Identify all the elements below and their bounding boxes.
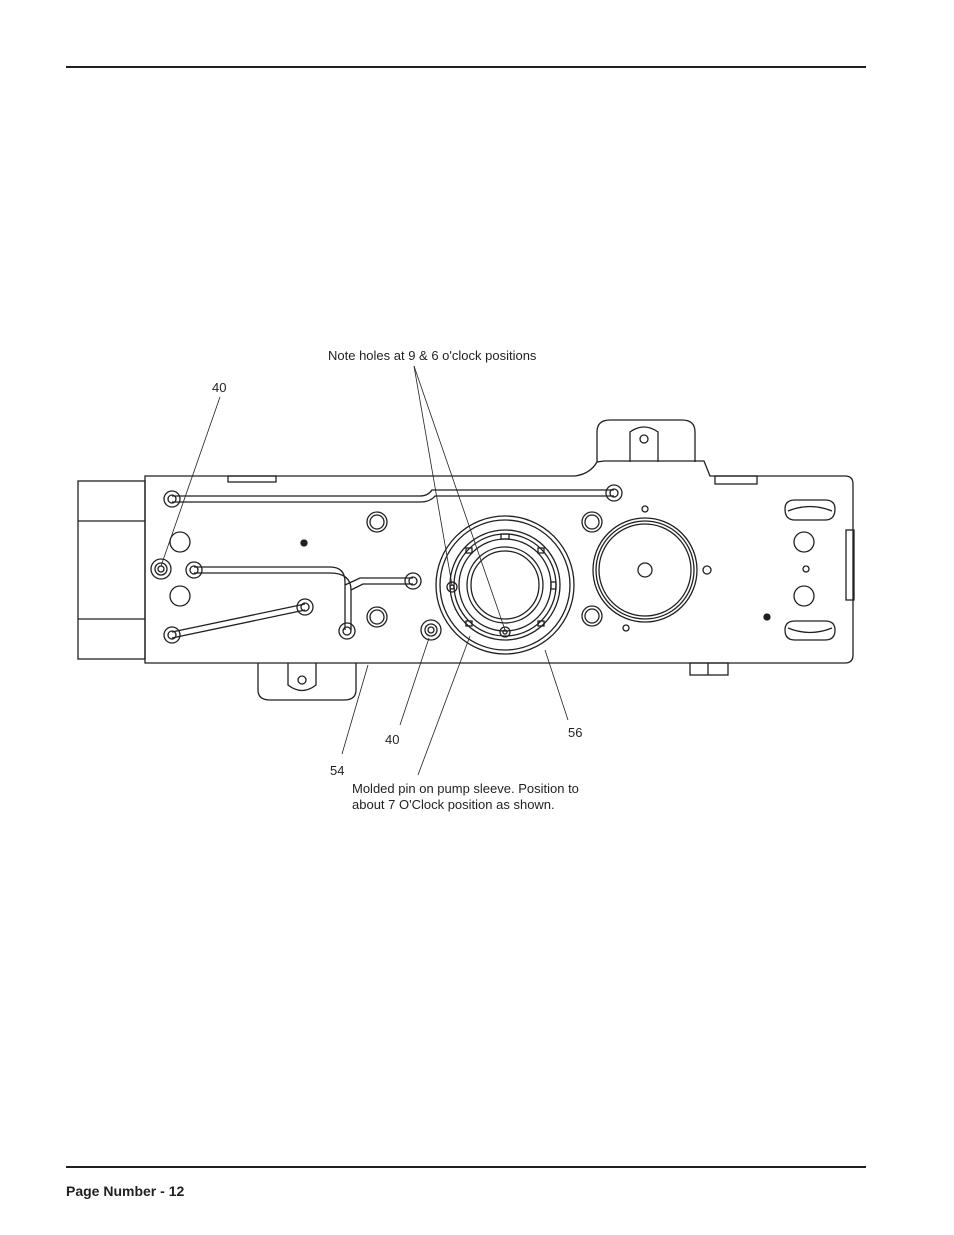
- port-holes: [150, 484, 623, 644]
- channel-middle: [194, 566, 346, 630]
- bottom-boss: [257, 663, 357, 701]
- header-rule: [66, 66, 866, 68]
- callout-40-bottom: 40: [385, 732, 399, 747]
- channel-top: [172, 489, 614, 497]
- channel-lower: [171, 603, 306, 633]
- note-holes-label: Note holes at 9 & 6 o'clock positions: [328, 348, 537, 363]
- footer-rule: [66, 1166, 866, 1168]
- top-boss: [596, 419, 696, 462]
- right-end-tab: [845, 529, 855, 601]
- callout-54: 54: [330, 763, 344, 778]
- housing-outline: [144, 460, 854, 664]
- pump-sleeve: [435, 515, 575, 655]
- molded-pin-note-line2: about 7 O'Clock position as shown.: [352, 797, 555, 812]
- mounting-holes: [169, 505, 815, 632]
- right-chamber: [592, 517, 698, 623]
- leader-lines: [160, 365, 569, 776]
- molded-pin-note-line1: Molded pin on pump sleeve. Position to: [352, 781, 579, 796]
- callout-56: 56: [568, 725, 582, 740]
- page-number: Page Number - 12: [66, 1183, 185, 1199]
- left-end-block: [77, 480, 146, 660]
- callout-40-top: 40: [212, 380, 226, 395]
- right-slots: [784, 499, 836, 641]
